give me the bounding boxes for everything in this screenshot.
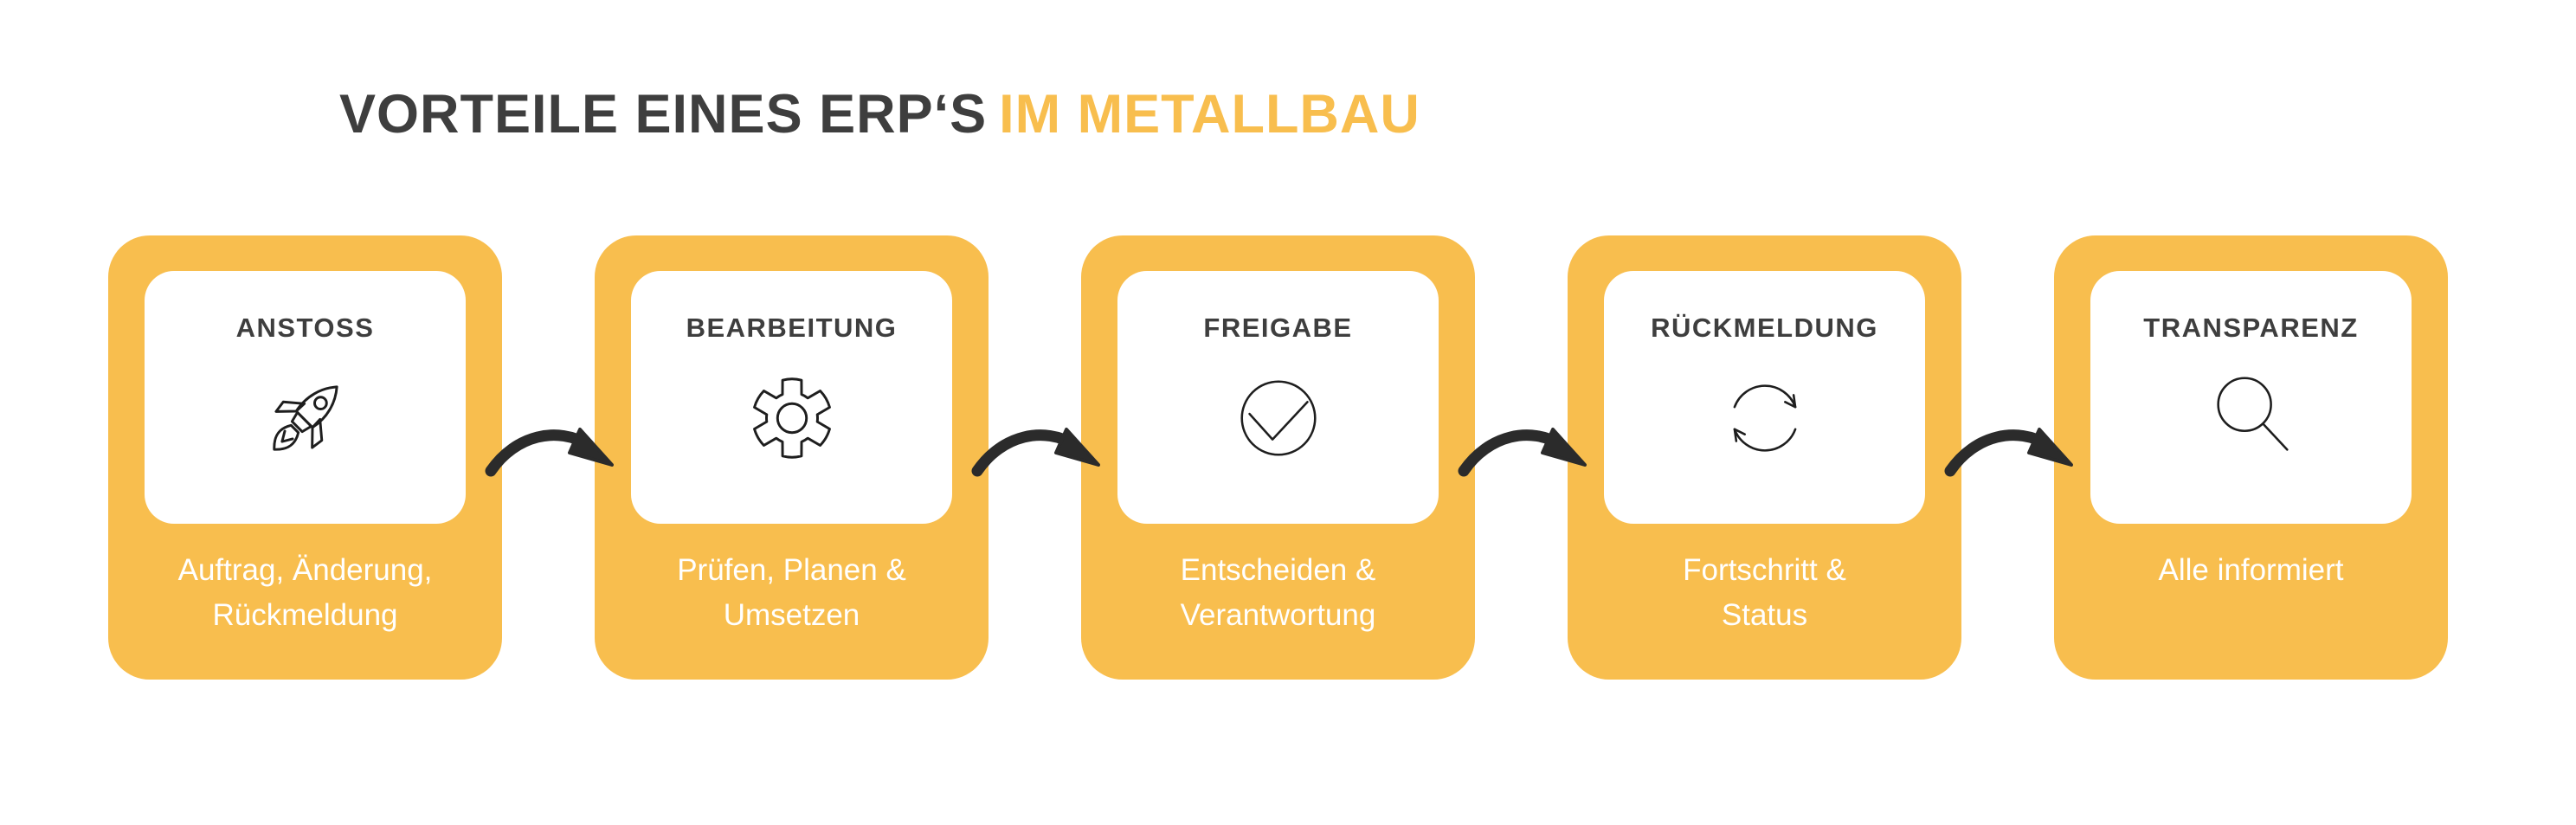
step-inner-panel: FREIGABE [1117, 271, 1439, 524]
flow-arrow-icon [971, 428, 1100, 477]
step-caption: Prüfen, Planen & Umsetzen [677, 548, 906, 638]
magnifier-icon [2199, 366, 2303, 470]
check-circle-icon [1227, 366, 1330, 470]
step-title: ANSTOSS [235, 313, 375, 343]
step-card-transparenz: TRANSPARENZ Alle informiert [2054, 235, 2448, 680]
caption-line: Alle informiert [2158, 553, 2344, 587]
step-card-bearbeitung: BEARBEITUNG Prüfen, Planen & Umsetzen [595, 235, 989, 680]
rocket-icon [254, 366, 357, 470]
step-title: TRANSPARENZ [2143, 313, 2359, 343]
caption-line: Status [1721, 597, 1808, 632]
gear-icon [740, 366, 844, 470]
step-card-rueckmeldung: RÜCKMELDUNG Fortschritt & Status [1568, 235, 1961, 680]
step-caption: Auftrag, Änderung, Rückmeldung [178, 548, 433, 638]
step-title: RÜCKMELDUNG [1651, 313, 1878, 343]
step-title: BEARBEITUNG [686, 313, 898, 343]
flow-arrow-icon [1458, 428, 1587, 477]
step-inner-panel: RÜCKMELDUNG [1604, 271, 1925, 524]
step-caption: Entscheiden & Verantwortung [1181, 548, 1376, 638]
step-caption: Fortschritt & Status [1683, 548, 1846, 638]
caption-line: Prüfen, Planen & [677, 553, 906, 587]
page-title-dark: VORTEILE EINES ERP‘S [339, 84, 988, 145]
page-title-accent: IM METALLBAU [999, 84, 1420, 145]
step-card-freigabe: FREIGABE Entscheiden & Verantwortung [1081, 235, 1475, 680]
caption-line: Entscheiden & [1180, 553, 1376, 587]
caption-line: Verantwortung [1180, 597, 1376, 632]
caption-line: Auftrag, Änderung, [177, 553, 433, 587]
step-card-anstoss: ANSTOSS Auftrag, Änderung, Rückme [108, 235, 502, 680]
step-inner-panel: TRANSPARENZ [2090, 271, 2412, 524]
flow-arrow-icon [1944, 428, 2073, 477]
step-inner-panel: BEARBEITUNG [631, 271, 952, 524]
flow-arrow-icon [485, 428, 614, 477]
caption-line: Umsetzen [723, 597, 860, 632]
step-caption: Alle informiert [2159, 548, 2344, 593]
caption-line: Rückmeldung [212, 597, 398, 632]
refresh-icon [1713, 366, 1817, 470]
step-inner-panel: ANSTOSS [145, 271, 466, 524]
step-title: FREIGABE [1203, 313, 1353, 343]
caption-line: Fortschritt & [1683, 553, 1846, 587]
